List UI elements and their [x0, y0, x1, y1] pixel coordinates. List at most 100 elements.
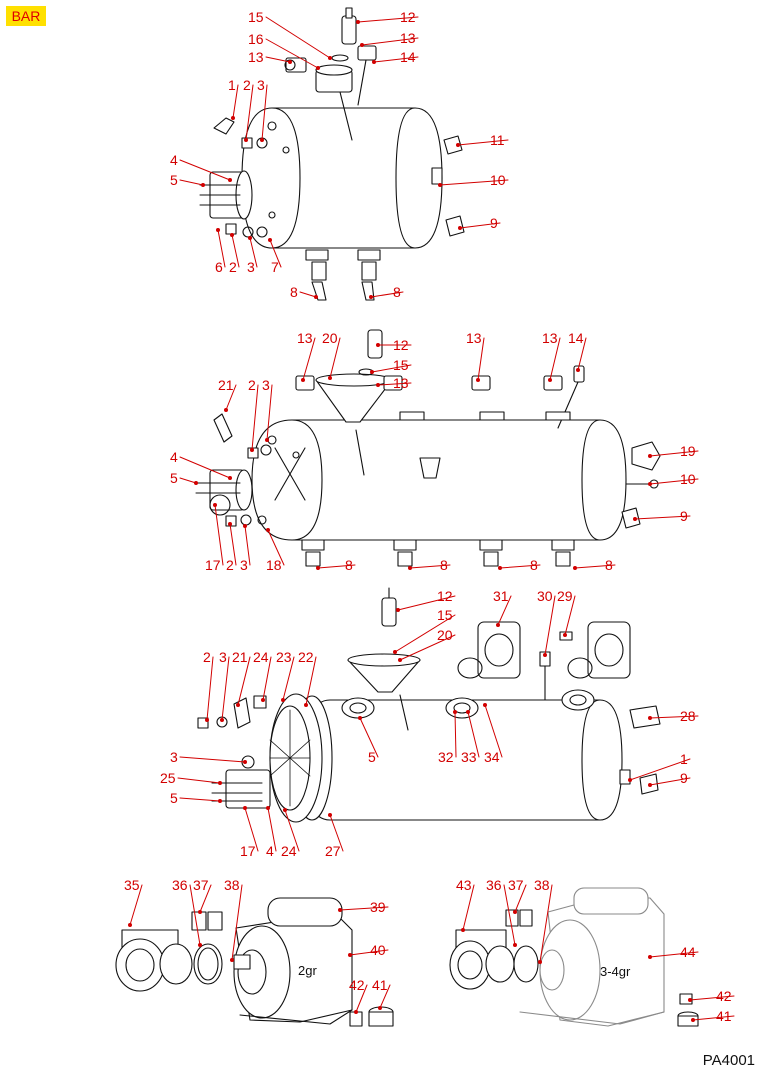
callout-4: 4: [266, 806, 277, 859]
callout-9: 9: [458, 215, 501, 231]
callout-leader-dot: [201, 183, 205, 187]
boiler-medium-drawing: [195, 329, 661, 567]
callout-leader-dot: [283, 808, 287, 812]
callout-leader-dot: [648, 716, 652, 720]
callout-leader-dot: [370, 370, 374, 374]
callout-leader-line: [267, 529, 285, 566]
callout-leader-dot: [453, 710, 457, 714]
callout-leader-dot: [458, 226, 462, 230]
callout-leader-line: [231, 234, 240, 268]
callout-leader-dot: [243, 524, 247, 528]
callout-6: 6: [215, 228, 226, 275]
callout-2: 2: [226, 522, 237, 573]
callout-leader-dot: [576, 368, 580, 372]
callout-leader-line: [262, 656, 272, 701]
callout-leader-dot: [260, 138, 264, 142]
callout-leader-line: [129, 884, 143, 926]
callout-3: 3: [257, 77, 268, 142]
callout-44: 44: [648, 944, 699, 960]
callout-number: 22: [298, 649, 314, 665]
callout-leader-dot: [266, 528, 270, 532]
callout-leader-dot: [328, 56, 332, 60]
callout-leader-line: [237, 656, 251, 706]
callout-leader-line: [394, 614, 456, 653]
callout-number: 37: [508, 877, 524, 893]
callout-13: 13: [248, 49, 292, 65]
callout-leader-dot: [218, 799, 222, 803]
callout-leader-line: [377, 382, 412, 386]
callout-21: 21: [218, 377, 237, 412]
callout-leader-line: [265, 56, 291, 63]
callout-number: 13: [400, 30, 416, 46]
callout-number: 13: [393, 375, 409, 391]
callout-15: 15: [370, 357, 412, 374]
callout-leader-dot: [236, 703, 240, 707]
callout-leader-line: [484, 704, 503, 758]
callout-leader-line: [439, 179, 509, 186]
callout-15: 15: [248, 9, 332, 60]
callout-number: 38: [224, 877, 240, 893]
callout-leader-dot: [376, 343, 380, 347]
callout-leader-dot: [466, 710, 470, 714]
callout-3: 3: [170, 749, 247, 765]
callout-number: 25: [160, 770, 176, 786]
callout-leader-dot: [461, 928, 465, 932]
callout-leader-line: [305, 656, 317, 706]
callout-number: 2: [203, 649, 211, 665]
callout-leader-dot: [228, 522, 232, 526]
callout-34: 34: [483, 703, 503, 765]
callout-leader-line: [539, 884, 553, 963]
callout-number: 23: [276, 649, 292, 665]
callout-leader-line: [357, 16, 419, 23]
callout-number: 3: [257, 77, 265, 93]
callout-number: 38: [534, 877, 550, 893]
callout-leader-line: [179, 477, 197, 484]
callout-8: 8: [290, 284, 318, 300]
callout-3: 3: [262, 377, 273, 442]
callout-leader-line: [409, 564, 451, 569]
callout-leader-dot: [408, 566, 412, 570]
callout-number: 9: [680, 508, 688, 524]
motor-3-4gr-inscription: 3-4gr: [600, 964, 631, 979]
callout-13: 13: [542, 330, 561, 382]
callout-leader-dot: [244, 138, 248, 142]
callout-leader-line: [179, 797, 221, 802]
callout-leader-dot: [304, 703, 308, 707]
callout-leader-dot: [476, 378, 480, 382]
callout-number: 2: [226, 557, 234, 573]
callout-39: 39: [338, 899, 389, 915]
callout-leader-line: [359, 717, 379, 758]
callout-leader-line: [467, 711, 480, 758]
callout-leader-line: [267, 807, 277, 852]
callout-leader-line: [214, 504, 224, 566]
motor-2gr-drawing: [115, 897, 394, 1027]
callout-1: 1: [228, 77, 239, 120]
callout-37: 37: [193, 877, 212, 914]
boiler-large-drawing: [197, 587, 661, 823]
callout-leader-line: [499, 564, 541, 569]
callout-number: 12: [437, 588, 453, 604]
callout-number: 13: [248, 49, 264, 65]
callout-2: 2: [229, 233, 240, 275]
callout-23: 23: [276, 649, 295, 702]
callout-9: 9: [648, 770, 691, 787]
callout-number: 10: [490, 172, 506, 188]
callout-number: 30: [537, 588, 553, 604]
callout-leader-line: [355, 984, 368, 1013]
callout-16: 16: [248, 31, 320, 70]
callout-20: 20: [322, 330, 341, 380]
callout-5: 5: [170, 470, 198, 486]
callout-leader-dot: [358, 716, 362, 720]
callout-number: 3: [170, 749, 178, 765]
callout-8: 8: [498, 557, 541, 573]
callout-leader-line: [514, 884, 527, 913]
callout-24: 24: [281, 808, 300, 859]
callout-number: 3: [219, 649, 227, 665]
callout-leader-dot: [243, 806, 247, 810]
callout-29: 29: [557, 588, 576, 637]
callout-leader-line: [371, 364, 412, 373]
callout-number: 10: [680, 471, 696, 487]
callout-number: 5: [170, 790, 178, 806]
